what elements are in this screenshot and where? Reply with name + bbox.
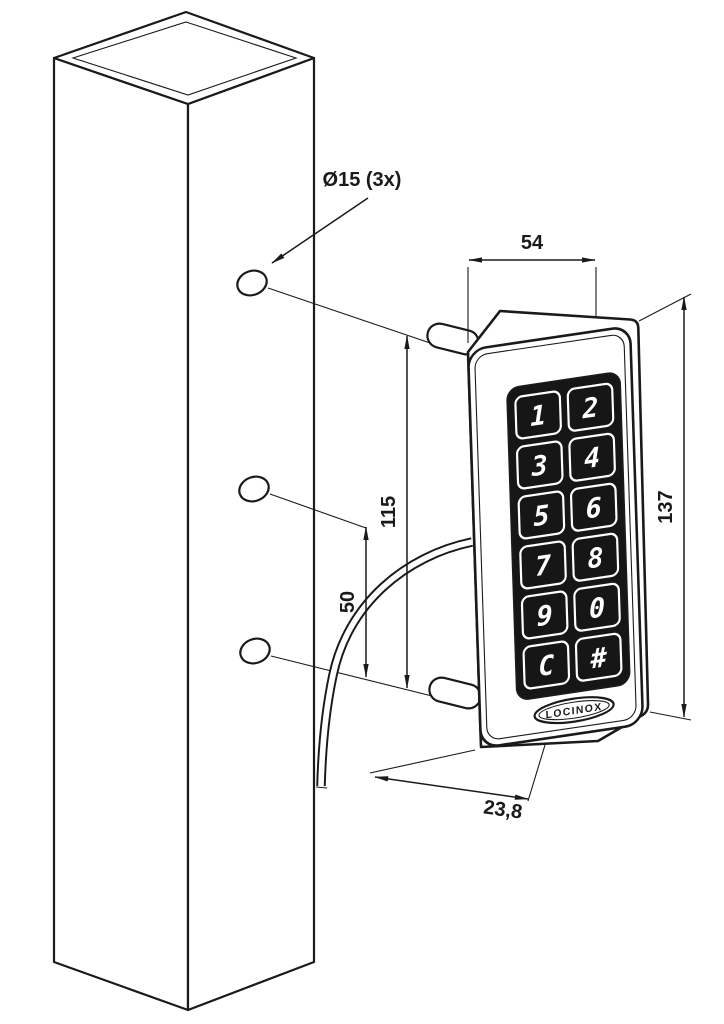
mounting-pin-bottom xyxy=(428,676,482,710)
dim-hole-gap-label: 50 xyxy=(337,591,359,613)
keypad-key-5 xyxy=(517,490,566,540)
keypad-key-0 xyxy=(573,582,621,632)
keypad-key-label-3: 3 xyxy=(530,450,548,484)
keypad-key-label-2: 2 xyxy=(581,392,599,426)
extension-line-height-top xyxy=(638,293,692,322)
hole-callout-leader xyxy=(271,197,369,264)
keypad-key-7 xyxy=(519,540,567,590)
keypad-keys: 1 2 3 4 5 6 7 8 9 0 C # xyxy=(514,382,623,690)
brand-logo-oval xyxy=(533,696,615,725)
keypad-key-8 xyxy=(571,532,620,582)
keypad-key-label-6: 6 xyxy=(585,492,602,525)
dim-width-label: 54 xyxy=(521,232,544,254)
keypad-bezel xyxy=(474,334,637,740)
keypad-key-label-0: 0 xyxy=(589,592,606,625)
keypad-key-label-1: 1 xyxy=(530,400,547,433)
extension-line-depth-left xyxy=(369,749,476,774)
hole-callout-label: Ø15 (3x) xyxy=(323,169,402,191)
dim-depth-line xyxy=(374,776,529,800)
keypad-key-1 xyxy=(514,390,562,440)
keypad-key-label-clear: C xyxy=(538,650,556,683)
keypad-front: 1 2 3 4 5 6 7 8 9 0 C # xyxy=(467,327,644,747)
alignment-line-3 xyxy=(270,655,437,698)
keypad-key-label-9: 9 xyxy=(536,600,553,633)
mounting-hole-2 xyxy=(238,475,270,503)
extension-line-height-bottom xyxy=(649,711,692,721)
cable-core xyxy=(318,539,473,787)
keypad-key-label-5: 5 xyxy=(533,500,550,533)
dim-height-label: 137 xyxy=(655,490,677,523)
brand-logo: LOCINOX xyxy=(533,696,615,725)
keypad-key-label-hash: # xyxy=(589,642,608,676)
keypad-panel xyxy=(506,372,631,700)
mounting-hole-1 xyxy=(236,269,268,297)
post-front-face xyxy=(52,56,190,1012)
dim-depth-label: 23,8 xyxy=(482,796,524,823)
keypad-key-label-8: 8 xyxy=(587,542,604,575)
post-right-face xyxy=(186,56,316,1012)
cable-end-cap xyxy=(315,786,328,789)
cable xyxy=(315,537,473,789)
keypad-key-9 xyxy=(520,590,569,640)
keypad-key-label-4: 4 xyxy=(584,442,601,475)
keypad-key-2 xyxy=(566,382,615,432)
keypad-key-6 xyxy=(569,482,618,532)
keypad-key-label-7: 7 xyxy=(535,550,553,583)
keypad-key-clear xyxy=(522,640,571,690)
mounting-hole-3 xyxy=(239,637,271,665)
post-top-face xyxy=(52,10,316,106)
alignment-line-2 xyxy=(269,493,367,529)
dim-hole-span-label: 115 xyxy=(378,496,400,528)
keypad-key-hash xyxy=(574,632,623,682)
brand-logo-oval-inner xyxy=(538,700,610,721)
gate-post xyxy=(52,10,316,1012)
post-top-inner-wall xyxy=(71,21,298,96)
keypad-key-3 xyxy=(515,440,564,490)
keypad-key-4 xyxy=(568,432,616,482)
extension-line-depth-right xyxy=(527,744,546,802)
dimensions: 54 115 50 137 23,8 xyxy=(337,232,692,824)
